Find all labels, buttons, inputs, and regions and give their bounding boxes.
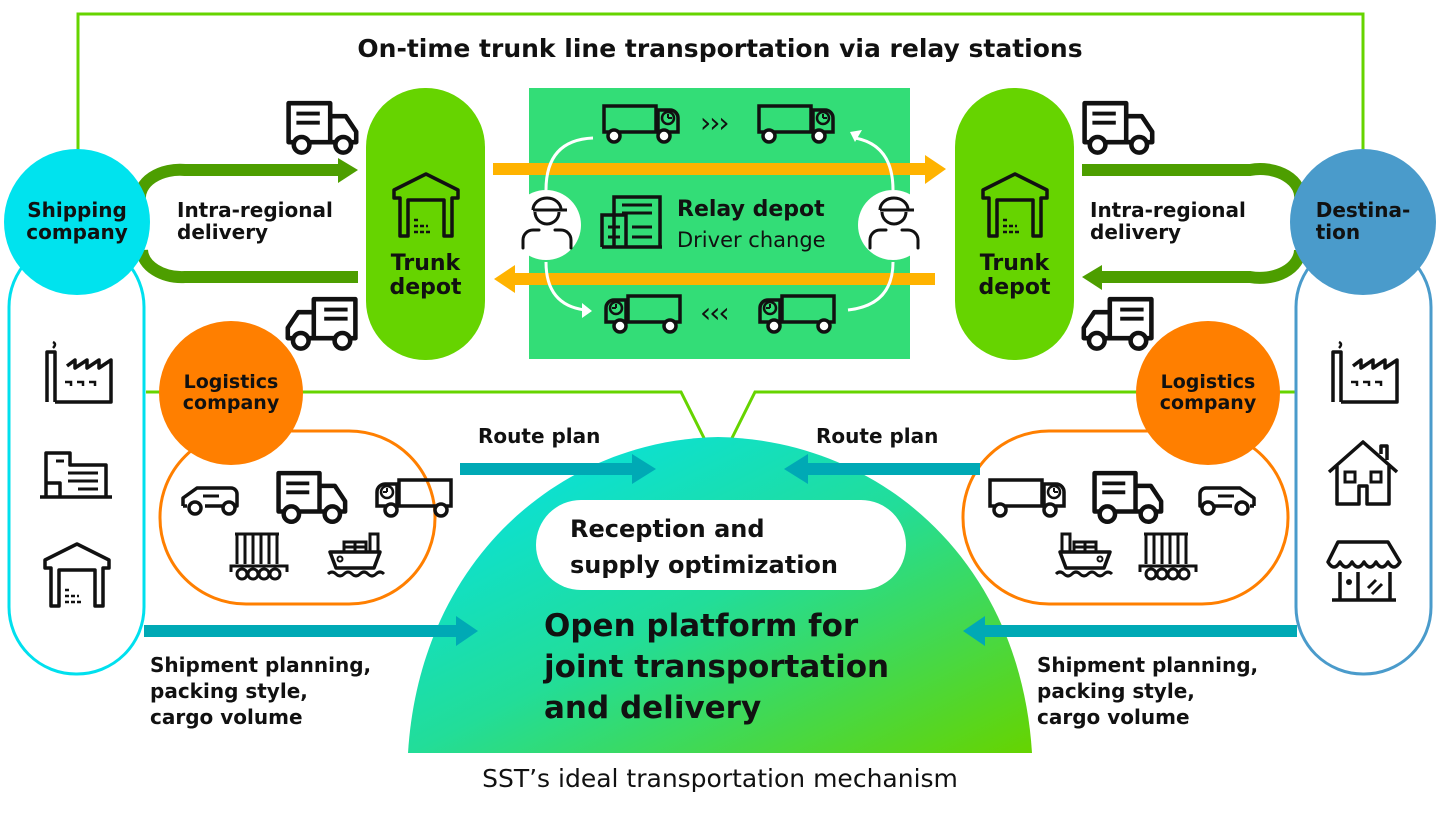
diagram-title: On-time trunk line transportation via re… [357,34,1083,63]
relay-curve-top-left [544,136,594,191]
relay-depot-subtitle: Driver change [677,228,826,252]
intra-arrow-left-top-head [338,158,358,183]
reception-pill [536,500,906,590]
reception-line1: Reception and [570,515,765,543]
route-arrow-left [460,463,632,475]
reception-line2: supply optimization [570,551,838,579]
reception-label: Reception and supply optimization [570,511,838,583]
truck-icon-right-top [1085,103,1153,152]
intra-label-left-line1: Intra-regional [177,198,333,222]
shipment-label-right: Shipment planning,packing style,cargo vo… [1037,652,1258,730]
truck-icon-left-top [289,103,357,152]
relay-curve-top-right-head [850,130,862,142]
logistics-right-circle [1136,321,1280,465]
shipment-right-line2: packing style, [1037,679,1195,703]
trunk-depot-right-line2: depot [978,274,1051,300]
shipment-arrow-left-head [456,616,478,646]
shipment-left-line3: cargo volume [150,705,303,729]
shipment-label-left: Shipment planning,packing style,cargo vo… [150,652,371,730]
shipment-arrow-left [144,625,456,637]
shipment-right-line1: Shipment planning, [1037,653,1259,677]
route-plan-right-label: Route plan [816,424,939,448]
relay-depot-title: Relay depot [677,197,825,222]
intra-label-left-line2: delivery [177,219,269,244]
destination-label-line2: tion [1315,220,1361,244]
forward-chevrons: ››› [700,106,730,139]
intra-arrow-left-top [133,163,340,201]
trunk-depot-left-line2: depot [389,274,462,300]
shipper-label-line2: company [26,220,128,244]
relay-building-icon [600,195,662,249]
relay-depot-box [529,88,910,359]
shipment-left-line2: packing style, [150,679,308,703]
destination-circle [1290,149,1436,295]
intra-arrow-right-bottom [1100,249,1306,284]
logistics-right-pill [961,429,1290,606]
relay-curve-top-right [854,136,895,191]
intra-label-right-line2: delivery [1090,219,1182,244]
route-arrow-right-head [784,454,808,484]
trunk-arrow-forward [493,163,925,175]
intra-label-right-line1: Intra-regional [1090,198,1246,222]
logistics-left-line1: Logistics [183,371,279,394]
shipper-column [7,238,146,676]
route-plan-left-label: Route plan [478,424,601,448]
backward-chevrons: ‹‹‹ [700,296,730,329]
platform-main-label: Open platform for joint transportation and… [544,606,889,730]
trunk-depot-right-line1: Trunk [979,251,1050,276]
trunk-depot-left-line1: Trunk [390,251,461,276]
shipment-arrow-right-head [963,616,985,646]
trunk-arrow-backward-head [494,265,515,293]
platform-main-line2: joint transportation [544,649,890,686]
trunk-arrow-forward-head [925,155,946,184]
trunk-depot-right [955,88,1074,360]
logistics-right-line2: company [1159,392,1257,414]
logistics-left-circle [159,321,303,465]
shipper-circle [4,149,150,295]
destination-column [1294,238,1433,676]
shipment-right-line3: cargo volume [1037,705,1190,729]
destination-label: Destina-tion [1290,149,1436,295]
trunk-arrow-backward [515,273,935,285]
platform-main-line3: and delivery [544,690,762,727]
trunk-depot-left [366,88,485,360]
relay-curve-bottom-left-head [582,303,592,318]
logistics-left-line2: company [182,392,280,414]
intra-arrow-right-top [1082,163,1307,201]
shipment-arrow-right [985,625,1297,637]
relay-curve-bottom-left [544,261,586,312]
intra-arrow-left-bottom [136,249,358,284]
route-arrow-left-head [632,454,656,484]
route-arrow-right [808,463,980,475]
destination-label-line1: Destina- [1315,198,1411,223]
intra-arrow-right-bottom-head [1082,265,1102,290]
logistics-right-line1: Logistics [1160,371,1256,394]
platform-main-line1: Open platform for [544,608,859,644]
diagram-caption: SST’s ideal transportation mechanism [482,764,958,793]
shipment-left-line1: Shipment planning, [150,653,372,677]
relay-curve-bottom-right [847,261,895,312]
shipper-label-line1: Shipping [27,198,127,223]
